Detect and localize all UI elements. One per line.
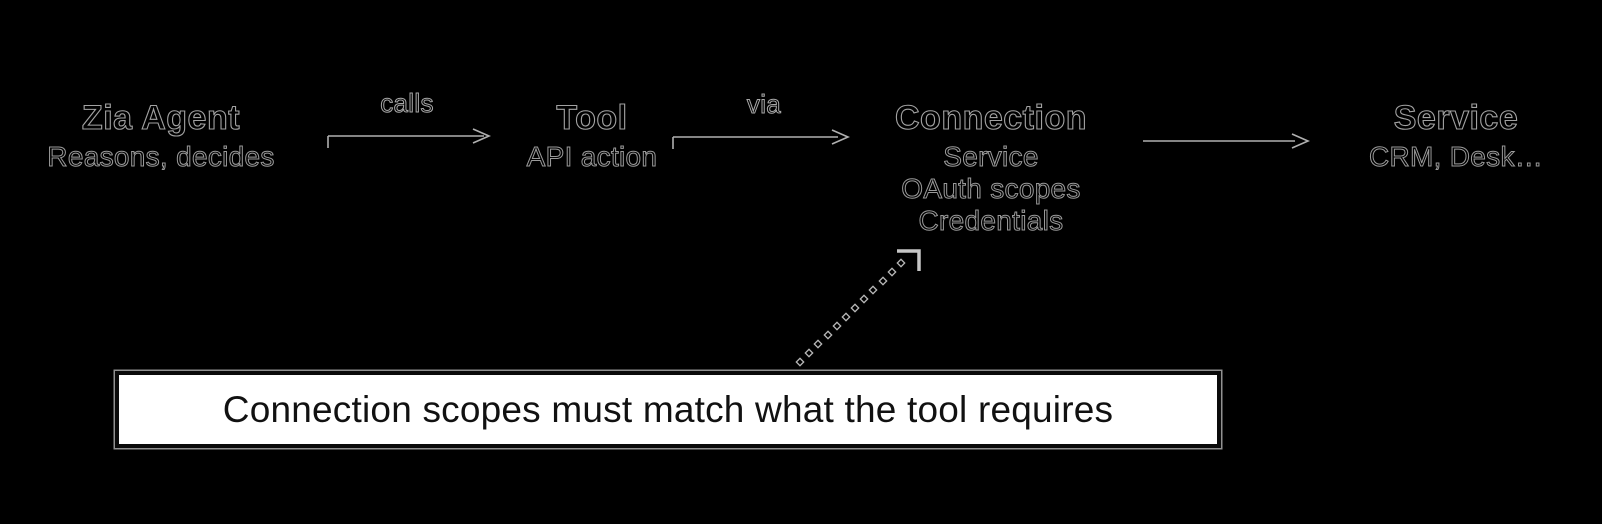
connection-subtitle-oauth-scopes: OAuth scopes	[901, 173, 1081, 205]
dotted-pointer-dot	[878, 276, 888, 286]
edge-label-via: via	[746, 89, 782, 120]
tool-sublines: API action	[526, 141, 658, 173]
zia-agent-sublines: Reasons, decides	[47, 141, 275, 173]
dotted-pointer-dot	[832, 321, 842, 331]
calls-arrow	[327, 128, 491, 148]
calls-arrowhead-icon	[472, 128, 491, 144]
dotted-pointer-dot	[841, 312, 851, 322]
connection-title: Connection	[894, 98, 1087, 137]
dotted-pointer-dot	[887, 267, 897, 277]
edge-label-calls: calls	[380, 88, 434, 119]
zia-agent-title: Zia Agent	[81, 98, 241, 137]
callout-text: Connection scopes must match what the to…	[222, 388, 1114, 430]
node-service: Service CRM, Desk…	[1368, 97, 1544, 173]
connection-service-arrowhead-icon	[1291, 133, 1310, 149]
callout-box: Connection scopes must match what the to…	[115, 371, 1221, 448]
dotted-pointer-dot	[850, 303, 860, 313]
via-arrowhead-icon	[831, 129, 850, 145]
dotted-pointer-dot	[859, 294, 869, 304]
connection-service-arrow	[1143, 133, 1310, 149]
node-zia-agent: Zia Agent Reasons, decides	[47, 97, 275, 173]
dotted-pointer-dot	[823, 330, 833, 340]
connection-subtitle-service: Service	[943, 141, 1039, 173]
tool-title: Tool	[556, 98, 628, 137]
dotted-pointer-dot	[896, 258, 906, 268]
service-subtitle: CRM, Desk…	[1368, 141, 1544, 173]
dotted-pointer-dot	[804, 348, 814, 358]
dotted-pointer-dot	[795, 357, 805, 367]
zia-agent-subtitle: Reasons, decides	[47, 141, 275, 173]
service-sublines: CRM, Desk…	[1368, 141, 1544, 173]
node-connection: Connection Service OAuth scopes Credenti…	[894, 97, 1087, 237]
dotted-pointer-dot	[868, 285, 878, 295]
connection-subtitle-credentials: Credentials	[918, 205, 1064, 237]
node-tool: Tool API action	[526, 97, 658, 173]
tool-subtitle: API action	[526, 141, 658, 173]
dotted-pointer-arrowhead-icon	[897, 249, 921, 271]
connection-sublines: Service OAuth scopes Credentials	[895, 141, 1087, 237]
via-arrow	[672, 129, 850, 149]
dotted-pointer-dot	[813, 339, 823, 349]
service-title: Service	[1393, 98, 1519, 137]
dotted-pointer-line	[795, 258, 906, 367]
